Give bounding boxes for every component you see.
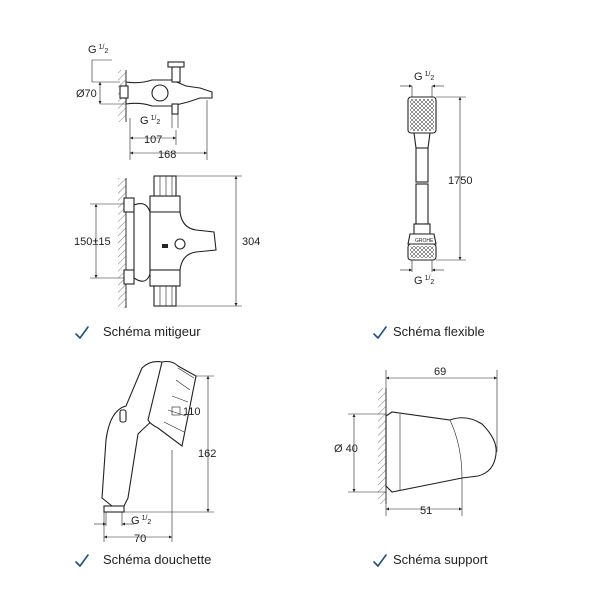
mixer-top-body <box>125 79 213 107</box>
hose-lower <box>415 183 429 225</box>
svg-text:GROHE: GROHE <box>415 238 434 244</box>
dim-110: 110 <box>183 406 201 418</box>
caption-mitigeur: Schéma mitigeur <box>75 324 201 339</box>
wall-bracket-drawing: 69 Ø 40 51 <box>334 366 498 517</box>
dim-1750: 1750 <box>448 175 472 187</box>
check-icon <box>373 554 387 567</box>
dim-g-outlet: G <box>140 115 149 127</box>
shower-connector <box>103 505 125 513</box>
caption-mitigeur-text: Schéma mitigeur <box>103 324 201 339</box>
wall-hatch-bracket <box>378 388 386 504</box>
diverter-knob <box>171 65 181 83</box>
caption-douchette-text: Schéma douchette <box>103 552 211 567</box>
bracket-body <box>385 411 497 493</box>
check-icon <box>75 554 89 567</box>
hose-upper <box>415 147 429 183</box>
flow-knob-bottom <box>149 269 181 287</box>
dim-g: G <box>88 44 97 56</box>
svg-text:G1/2: G1/2 <box>414 275 434 287</box>
check-icon <box>75 326 89 339</box>
dim-g-hose-top: G <box>414 71 423 83</box>
dim-69: 69 <box>434 366 446 378</box>
svg-text:G1/2: G1/2 <box>88 44 108 56</box>
mixer-front-view: 150±15 304 <box>74 175 260 308</box>
dim-168: 168 <box>158 149 176 161</box>
dim-70-shower: 70 <box>134 533 146 545</box>
svg-text:G1/2: G1/2 <box>140 115 160 127</box>
caption-flexible-text: Schéma flexible <box>393 324 485 339</box>
dim-diameter-40: Ø 40 <box>334 443 358 455</box>
caption-support-text: Schéma support <box>393 552 488 567</box>
hand-shower-head <box>147 360 197 447</box>
svg-text:G1/2: G1/2 <box>131 515 151 527</box>
check-icon <box>373 326 387 339</box>
shower-outlet <box>171 103 179 115</box>
dim-150: 150±15 <box>74 236 111 248</box>
dim-diameter-70: Ø70 <box>76 88 97 100</box>
dim-304: 304 <box>242 236 260 248</box>
caption-douchette: Schéma douchette <box>75 552 211 567</box>
caption-support: Schéma support <box>373 552 488 567</box>
hose-knurled-nut-bottom <box>410 246 434 258</box>
mixer-top-knob <box>151 84 169 102</box>
dim-107: 107 <box>144 134 162 146</box>
dim-51: 51 <box>420 505 432 517</box>
wall-hatch-front <box>118 178 126 308</box>
temp-knob-top <box>149 195 181 213</box>
caption-flexible: Schéma flexible <box>373 324 485 339</box>
spray-selector-button <box>119 409 127 423</box>
hose-knurled-nut-top <box>410 99 434 131</box>
inlet-connector <box>119 85 129 99</box>
dim-162: 162 <box>198 448 216 460</box>
dim-g-hose-bottom: G <box>414 275 423 287</box>
hose-cone <box>407 233 437 245</box>
svg-text:G1/2: G1/2 <box>414 71 434 83</box>
dim-g-shower: G <box>131 515 140 527</box>
